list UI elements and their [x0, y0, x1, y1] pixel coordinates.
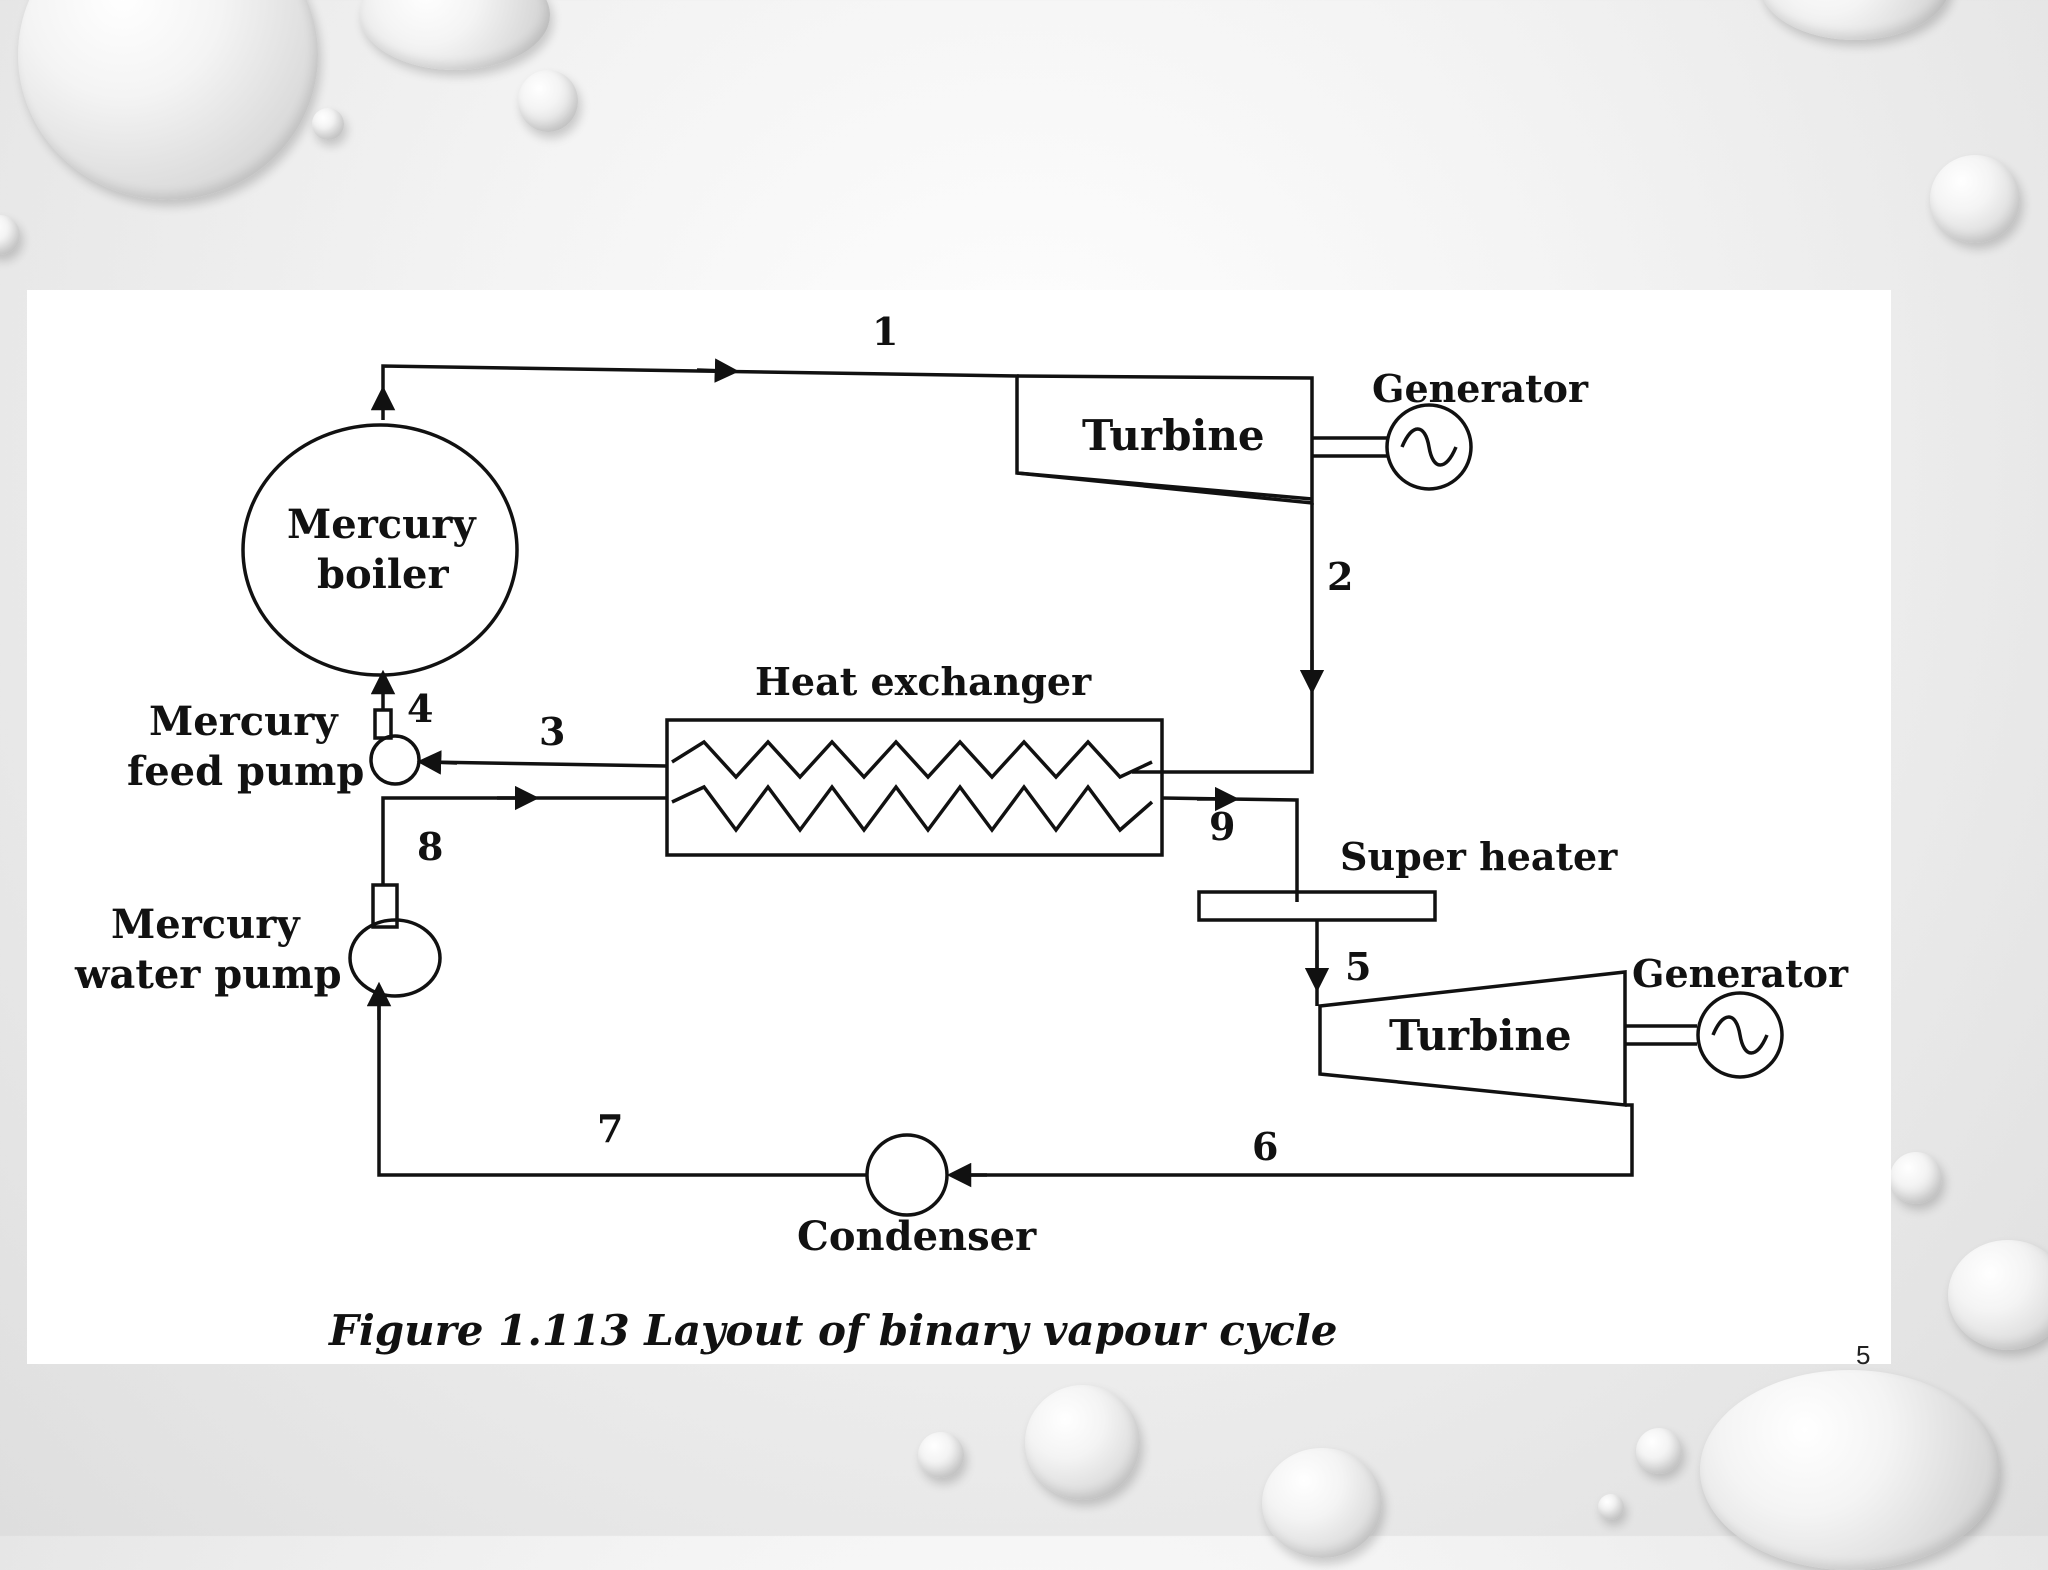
label-generator-bottom: Generator [1632, 951, 1849, 996]
water-droplet [1636, 1428, 1682, 1474]
state-point-7: 7 [597, 1106, 623, 1151]
generator-top [1385, 403, 1473, 491]
water-droplet [518, 70, 578, 132]
line-water-pump-to-heat-exchanger [381, 796, 667, 885]
water-droplet [1598, 1494, 1624, 1520]
label-mercury-feed-pump-1: Mercury [149, 698, 339, 745]
mercury-feed-pump-stem [373, 708, 393, 740]
water-droplet [18, 0, 318, 200]
turbine-top [1016, 374, 1314, 505]
heat-exchanger-coil-upper [671, 739, 1153, 780]
condenser [865, 1133, 949, 1217]
water-droplet [1700, 1370, 2000, 1570]
state-point-8: 8 [417, 824, 443, 869]
line-condenser-to-water-pump [377, 995, 867, 1177]
label-mercury-feed-pump-2: feed pump [127, 748, 364, 795]
water-droplet [1760, 0, 1950, 40]
line-turbine-to-heat-exchanger [1132, 503, 1314, 774]
generator-shaft-top [1312, 436, 1387, 458]
water-droplet [918, 1432, 964, 1478]
flow-arrow-3 [416, 750, 458, 775]
generator-symbol-bottom [1711, 1015, 1769, 1055]
label-heat-exchanger: Heat exchanger [755, 659, 1092, 704]
water-droplet [1262, 1448, 1382, 1558]
label-mercury-boiler-2: boiler [317, 551, 449, 598]
line-turbine-to-condenser [957, 1103, 1634, 1177]
state-point-6: 6 [1252, 1124, 1278, 1169]
state-point-2: 2 [1327, 554, 1353, 599]
heat-exchanger [665, 718, 1164, 857]
water-droplet [1890, 1152, 1942, 1204]
label-super-heater: Super heater [1340, 834, 1618, 879]
label-turbine-top: Turbine [1082, 411, 1265, 460]
binary-vapour-cycle-diagram: Turbine Generator Mercury boiler Heat ex… [74, 309, 1849, 1355]
mercury-water-pump-stem [371, 883, 399, 929]
figure-caption: Figure 1.113 Layout of binary vapour cyc… [328, 1306, 1337, 1355]
state-point-5: 5 [1345, 944, 1371, 989]
diagram-panel: Turbine Generator Mercury boiler Heat ex… [27, 290, 1891, 1364]
mercury-boiler [241, 423, 519, 677]
label-mercury-water-pump-2: water pump [74, 951, 342, 998]
generator-bottom [1696, 991, 1784, 1079]
label-turbine-bottom: Turbine [1389, 1011, 1572, 1060]
water-droplet [1025, 1385, 1140, 1500]
mercury-feed-pump [369, 734, 421, 786]
slide-number: 5 [1856, 1340, 1871, 1370]
state-point-9: 9 [1209, 804, 1235, 849]
state-point-4: 4 [407, 686, 433, 731]
generator-shaft-bottom [1625, 1024, 1697, 1046]
label-mercury-boiler-1: Mercury [287, 501, 477, 548]
water-droplet [1930, 155, 2020, 243]
water-droplet [312, 108, 344, 140]
label-generator-top: Generator [1372, 366, 1589, 411]
generator-symbol-top [1400, 427, 1458, 467]
water-droplet [0, 215, 20, 255]
line-heat-exchanger-to-feed-pump [426, 760, 668, 768]
label-mercury-water-pump-1: Mercury [111, 901, 301, 948]
label-condenser: Condenser [797, 1213, 1037, 1260]
water-droplet [360, 0, 550, 70]
water-droplet [1948, 1240, 2048, 1350]
state-point-3: 3 [539, 709, 565, 754]
state-point-1: 1 [872, 309, 898, 354]
mercury-water-pump [348, 918, 442, 998]
heat-exchanger-coil-lower [671, 784, 1154, 833]
flow-arrow-1 [696, 358, 740, 383]
super-heater [1197, 890, 1437, 922]
